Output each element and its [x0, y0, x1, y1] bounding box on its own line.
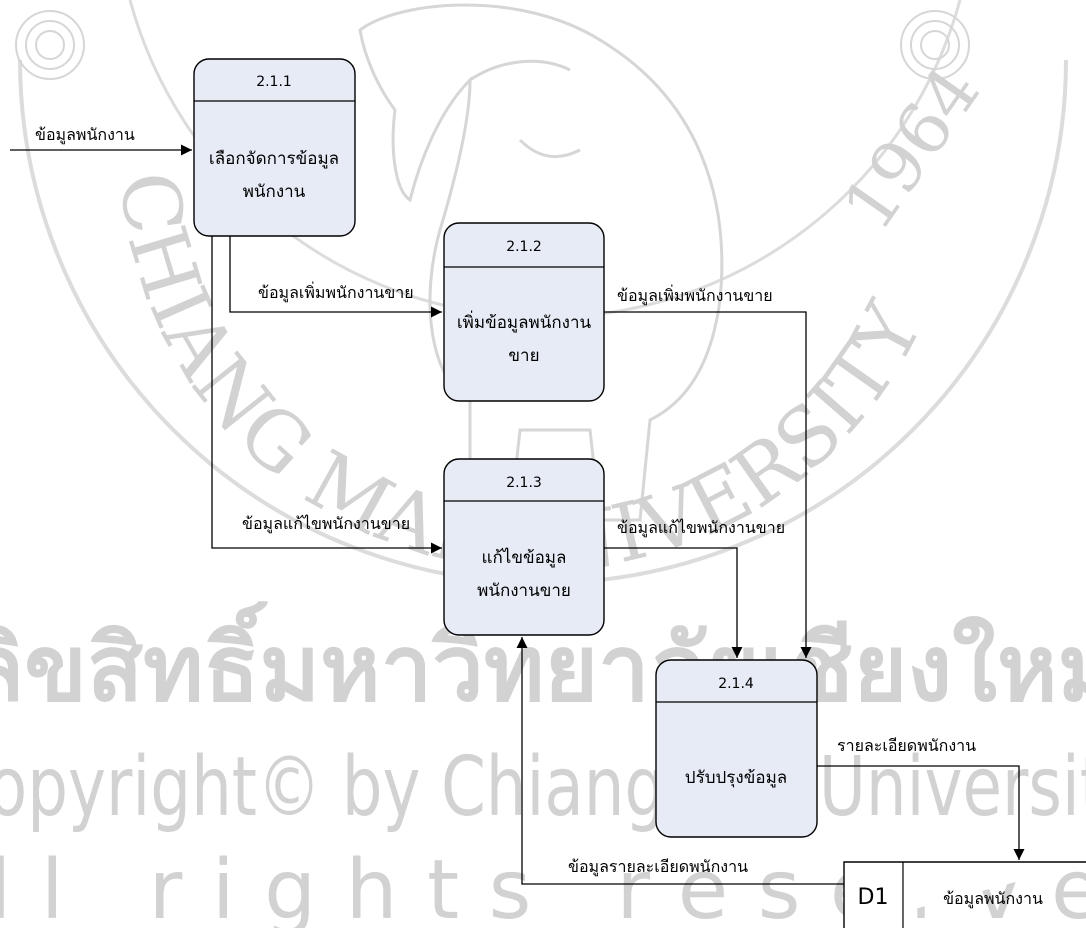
- data-store-d1[interactable]: D1 ข้อมูลพนักงาน: [843, 861, 1086, 928]
- flow-label: ข้อมูลพนักงาน: [35, 125, 135, 145]
- flow-label: ข้อมูลเพิ่มพนักงานขาย: [617, 284, 773, 306]
- flow-edit-employee-in: ข้อมูลแก้ไขพนักงานขาย: [211, 236, 442, 554]
- flow-label: ข้อมูลเพิ่มพนักงานขาย: [258, 281, 414, 303]
- flow-employee-details-from-store: ข้อมูลรายละเอียดพนักงาน: [516, 637, 844, 885]
- process-id: 2.1.2: [506, 239, 542, 255]
- process-name-line1: แก้ไขข้อมูล: [482, 547, 567, 568]
- process-2-1-1[interactable]: 2.1.1 เลือกจัดการข้อมูล พนักงาน: [193, 58, 356, 237]
- process-name-line1: ปรับปรุงข้อมูล: [685, 768, 787, 788]
- process-name-line2: พนักงาน: [243, 182, 306, 202]
- process-id: 2.1.3: [506, 475, 542, 491]
- process-name-line1: เพิ่มข้อมูลพนักงาน: [457, 310, 592, 333]
- flow-label: ข้อมูลรายละเอียดพนักงาน: [568, 857, 748, 877]
- data-store-id: D1: [858, 885, 889, 910]
- flow-edit-employee-out: ข้อมูลแก้ไขพนักงานขาย: [604, 518, 785, 658]
- process-2-1-4[interactable]: 2.1.4 ปรับปรุงข้อมูล: [655, 659, 818, 838]
- flower-emblem-left: [15, 10, 85, 80]
- data-store-name: ข้อมูลพนักงาน: [943, 889, 1043, 909]
- process-id: 2.1.1: [256, 74, 292, 90]
- process-name-line1: เลือกจัดการข้อมูล: [209, 149, 339, 169]
- flow-label: รายละเอียดพนักงาน: [837, 736, 976, 755]
- flow-input-employee-data: ข้อมูลพนักงาน: [10, 125, 192, 156]
- process-name-line2: พนักงานขาย: [477, 581, 571, 601]
- process-name-line2: ขาย: [508, 346, 539, 366]
- process-2-1-2[interactable]: 2.1.2 เพิ่มข้อมูลพนักงาน ขาย: [443, 222, 605, 402]
- flower-emblem-right: [900, 10, 970, 80]
- flow-employee-details-to-store: รายละเอียดพนักงาน: [817, 736, 1025, 860]
- process-id: 2.1.4: [718, 676, 754, 692]
- flow-add-employee-out: ข้อมูลเพิ่มพนักงานขาย: [604, 284, 812, 658]
- watermark-copyright-english: Copyright© by Chiang Mai University: [0, 740, 1086, 835]
- flow-label: ข้อมูลแก้ไขพนักงานขาย: [617, 518, 785, 538]
- flow-add-employee-in: ข้อมูลเพิ่มพนักงานขาย: [229, 236, 442, 318]
- flow-label: ข้อมูลแก้ไขพนักงานขาย: [242, 514, 410, 534]
- process-2-1-3[interactable]: 2.1.3 แก้ไขข้อมูล พนักงานขาย: [443, 458, 605, 636]
